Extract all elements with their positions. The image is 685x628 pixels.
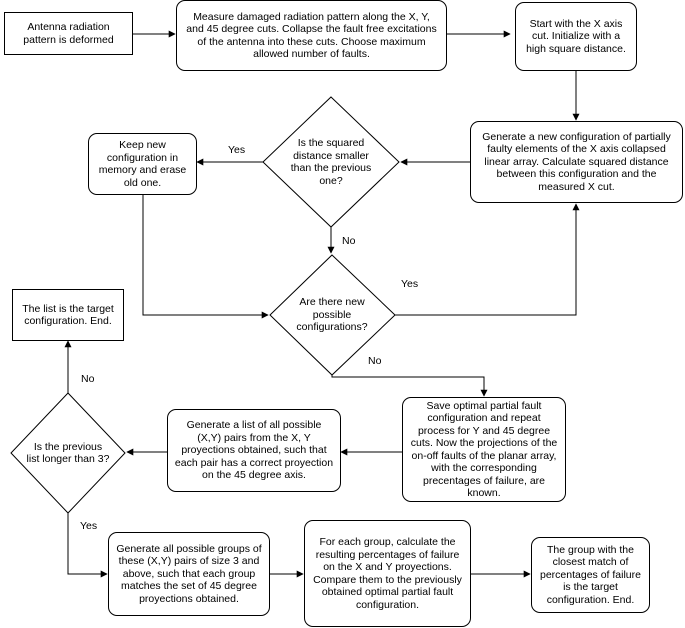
label-newconfigs-no: No — [368, 355, 382, 367]
node-foreach: For each group, calculate the resulting … — [304, 520, 471, 627]
node-target: The list is the target configuration. En… — [12, 289, 124, 341]
edge-newconfigs-generate — [395, 203, 580, 316]
node-save: Save optimal partial fault configuration… — [402, 397, 566, 502]
node-generate: Generate a new configuration of partiall… — [470, 121, 683, 203]
label-smaller-yes: Yes — [228, 144, 246, 156]
node-pairs: Generate a list of all possible (X,Y) pa… — [167, 409, 341, 492]
label-longer-no: No — [81, 373, 95, 385]
node-xcut: Start with the X axis cut. Initialize wi… — [515, 2, 637, 71]
edge-newconfigs-save — [331, 375, 488, 397]
edge-keep-newconfigs — [142, 195, 269, 319]
node-measure: Measure damaged radiation pattern along … — [176, 0, 447, 71]
node-start: Antenna radiation pattern is deformed — [4, 12, 133, 55]
node-closest: The group with the closest match of perc… — [531, 537, 650, 613]
decision-newconfigs-text: Are there new possible configurations? — [296, 296, 368, 334]
node-groups: Generate all possible groups of these (X… — [108, 532, 270, 616]
edge-longer-groups — [67, 513, 108, 578]
label-smaller-no: No — [342, 235, 356, 247]
node-keep: Keep new configuration in memory and era… — [88, 133, 197, 195]
decision-smaller-text: Is the squared distance smaller than the… — [290, 137, 372, 187]
label-longer-yes: Yes — [80, 520, 98, 532]
decision-longer-text: Is the previous list longer than 3? — [26, 440, 110, 466]
label-newconfigs-yes: Yes — [401, 278, 419, 290]
